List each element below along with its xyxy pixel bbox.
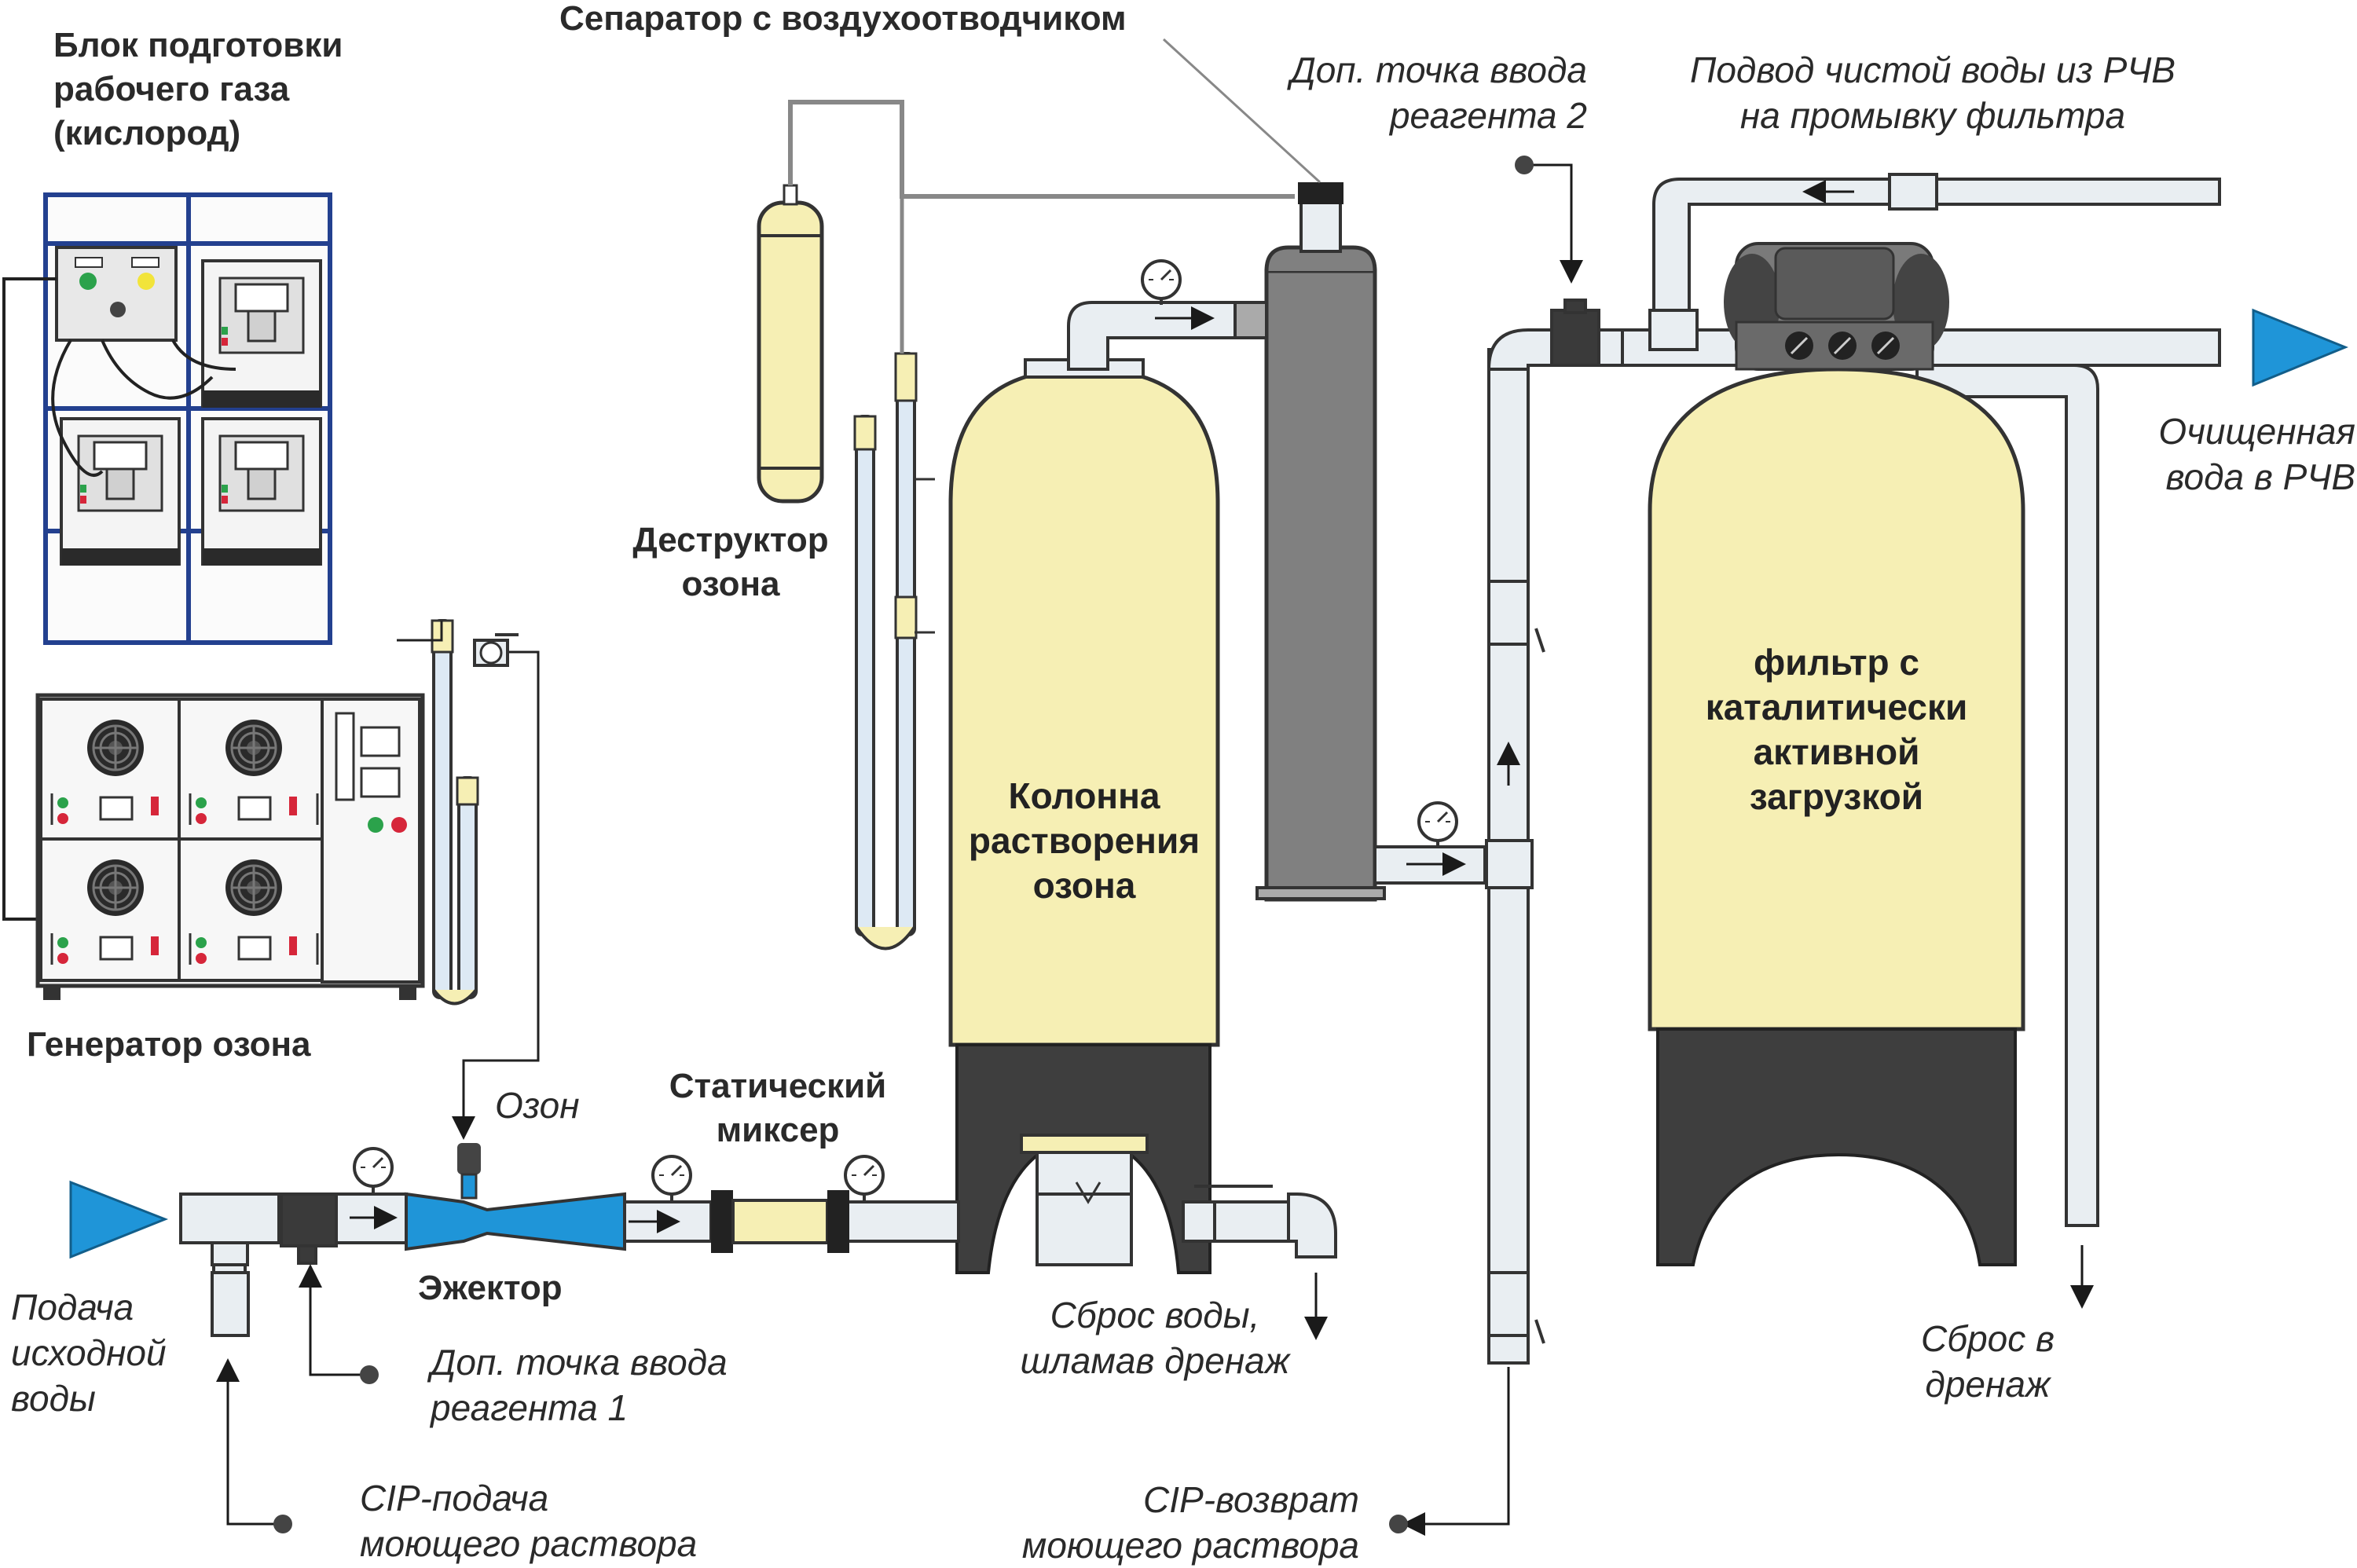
ozone-generator [35,619,540,1116]
label-cip-return: CIP-возврат моющего раствора [1021,1479,1359,1566]
pressure-gauge-icon [353,1147,394,1194]
label-source-water: Подача исходной воды [11,1287,167,1419]
label-destructor: Деструктор озона [632,521,829,603]
leader-lines [216,163,2094,1536]
pressure-gauge-icon [1417,801,1458,848]
label-separator: Сепаратор с воздухоотводчиком [559,0,1127,38]
label-ozone-generator: Генератор озона [27,1025,311,1064]
label-reagent2: Доп. точка ввода реагента 2 [1290,49,1587,136]
ball-valve-icon [1487,580,1530,646]
flow-direction-arrows [350,180,1854,1233]
ejector [405,1143,626,1251]
ball-valve-icon [1182,1200,1216,1243]
label-cip-supply: CIP-подача моющего раствора [360,1478,698,1564]
catalytic-filter [1648,242,2025,1266]
pressure-gauge-icon [844,1155,885,1202]
label-ejector: Эжектор [418,1269,563,1307]
ball-valve-icon [1550,309,1600,367]
pressure-gauge-icon [1141,259,1182,306]
label-static-mixer: Статический миксер [669,1067,887,1149]
valves [211,173,1938,1344]
ball-valve-icon [280,1192,338,1247]
label-filter: фильтр с каталитически активной загрузко… [1705,642,1968,817]
ozone-destructor [757,100,1295,504]
ball-valve-icon [1487,1271,1530,1337]
label-water-reset: Сброс воды, шламав дренаж [1020,1295,1290,1381]
flow-in-arrow-icon [69,1180,169,1259]
ozone-dissolution-column [948,358,1220,1274]
label-rinse-water: Подвод чистой воды из РЧВ на промывку фи… [1690,49,2176,136]
pressure-gauge-icon [651,1155,692,1202]
label-treated-water: Очищенная вода в РЧВ [2158,411,2355,497]
ball-valve-icon [211,1271,250,1337]
flow-out-arrow-icon [2252,308,2348,387]
leader-dots [273,156,1534,1533]
label-ozone: Озон [495,1085,580,1126]
separator-air-vent [1162,38,1486,902]
oxygen-prep-block [2,192,332,921]
label-column: Колонна растворения озона [968,775,1200,906]
label-reagent1: Доп. точка ввода реагента 1 [431,1342,728,1428]
ball-valve-icon [1888,173,1938,211]
static-mixer [711,1190,849,1253]
label-gas-prep: Блок подготовки рабочего газа (кислород) [53,26,343,152]
label-drain: Сброс в дренаж [1920,1318,2055,1405]
column-rotameters [853,196,935,951]
